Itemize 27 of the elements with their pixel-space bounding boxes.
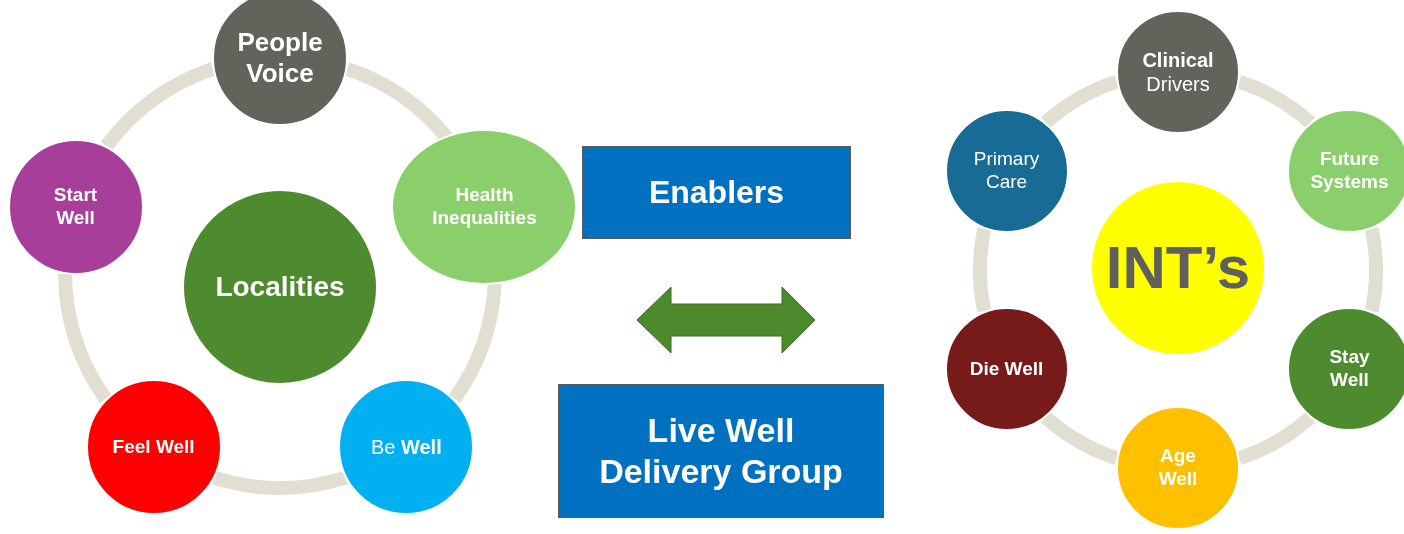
ring-connector [1041,75,1120,129]
node-label: Primary Care [972,148,1041,194]
ring-connector [101,62,216,151]
group-box [582,146,851,239]
node-label: Be Well [370,434,442,459]
ring-connector [1364,227,1383,313]
ring-connector [1236,75,1315,129]
node-label: People Voice [236,26,324,90]
node-label: INT’s [1105,233,1251,303]
ring-connector [1041,411,1120,465]
node-label: Future Systems [1309,148,1390,194]
ring-connector [973,227,992,313]
node-label: Localities [215,270,345,304]
node-label: Feel Well [112,435,195,459]
node-label: Enablers [648,173,785,212]
node-label: Live Well Delivery Group [598,410,844,492]
node-label: Die Well [969,357,1044,381]
node-label: Health Inequalities [431,183,538,230]
group-box [558,384,884,518]
node-label: Stay Well [1328,346,1371,392]
node-label: Clinical Drivers [1141,48,1215,96]
ring-connector [212,470,348,495]
node-label: Age Well [1157,445,1199,491]
ring-connector [58,273,112,403]
ring-connector [448,283,502,403]
node-label: Start Well [52,183,99,230]
ring-connector [1236,411,1315,465]
